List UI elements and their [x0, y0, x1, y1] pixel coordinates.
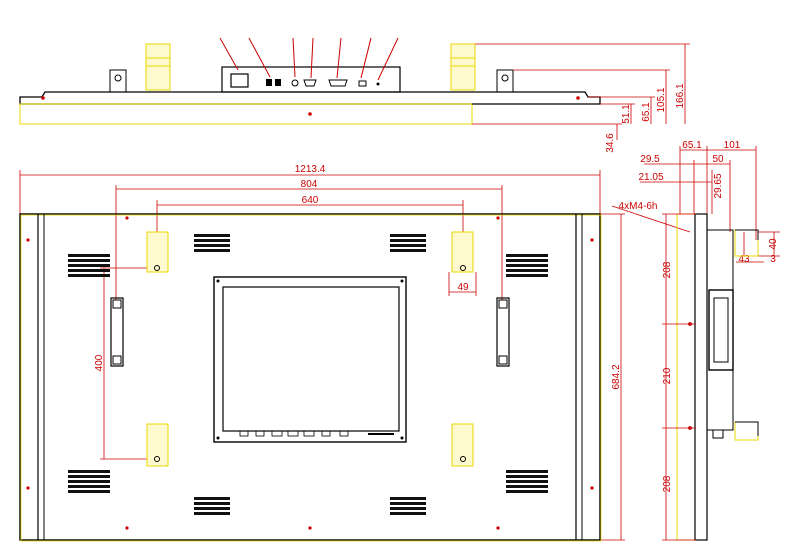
dim-side-101: 101: [724, 140, 741, 151]
handle-right: [496, 297, 510, 367]
side-view: 65.1 101 29.5 50 21.05 29.65 4xM4-6h 40 …: [611, 140, 780, 541]
vent-right-upper: [506, 254, 548, 277]
top-view-front-bezel: [19, 103, 473, 125]
dim-side-21-05: 21.05: [638, 172, 663, 183]
vesa-brackets: [146, 231, 474, 467]
dim-side-210: 210: [662, 367, 673, 384]
vent-top-right: [390, 234, 426, 252]
side-view-vertical-dims: [662, 213, 696, 541]
dim-side-3: 3: [770, 254, 776, 265]
side-view-bracket-top: [734, 229, 759, 257]
top-view: 166.1 105.1 65.1 51.1 34.6: [19, 37, 690, 153]
connector-leaders: [219, 37, 399, 81]
dim-side-208-bottom: 208: [662, 475, 673, 492]
panel-outline: [19, 213, 601, 541]
dim-65-1: 65.1: [641, 102, 652, 122]
io-connector-box: [221, 66, 401, 93]
top-view-hook-left: [109, 69, 127, 93]
corner-screws: [26, 216, 594, 530]
top-view-dimension-lines: [472, 43, 690, 140]
top-view-mount-bracket-right: [450, 43, 476, 91]
side-view-bracket-bottom: [734, 421, 759, 441]
dim-side-43: 43: [738, 254, 750, 265]
dim-400: 400: [94, 354, 105, 371]
dim-640: 640: [302, 195, 319, 206]
vesa-bracket-bottom-right: [451, 423, 474, 467]
vent-grilles: [68, 234, 548, 515]
vent-left-upper: [68, 254, 110, 277]
side-view-rear-module: [706, 229, 734, 431]
dim-side-40: 40: [768, 238, 779, 250]
top-view-mount-bracket-left: [145, 43, 171, 91]
dim-screw-spec: 4xM4-6h: [619, 201, 658, 212]
dim-side-29-5: 29.5: [640, 154, 660, 165]
vent-bottom-right: [390, 497, 426, 515]
handle-left: [110, 297, 124, 367]
top-view-hook-right: [496, 69, 514, 93]
dim-684-2: 684.2: [611, 364, 622, 389]
dim-side-29-65: 29.65: [713, 173, 724, 198]
dim-1213-4: 1213.4: [295, 164, 326, 175]
control-board: [213, 276, 407, 443]
vent-bottom-left: [194, 497, 230, 515]
vent-right-lower: [506, 470, 548, 493]
dim-804: 804: [301, 179, 318, 190]
dim-side-208-top: 208: [662, 261, 673, 278]
vesa-bracket-top-left: [146, 231, 169, 273]
vent-top-left: [194, 234, 230, 252]
dim-side-65-1: 65.1: [682, 140, 702, 151]
vesa-bracket-top-right: [451, 231, 474, 273]
side-view-body: [694, 213, 708, 541]
top-view-panel-outline: [19, 91, 601, 105]
dim-34-6: 34.6: [605, 133, 616, 153]
dim-51-1: 51.1: [621, 104, 632, 124]
dim-105-1: 105.1: [656, 87, 667, 112]
dim-166-1: 166.1: [675, 83, 686, 108]
side-handles: [110, 297, 510, 367]
vent-left-lower: [68, 470, 110, 493]
side-view-front-bezel: [676, 213, 696, 541]
vesa-bracket-bottom-left: [146, 423, 169, 467]
rear-view: 1213.4 804 640 49 400 684.2: [19, 164, 625, 542]
dim-side-50: 50: [712, 154, 724, 165]
dim-49: 49: [457, 282, 469, 293]
power-switch: [230, 73, 249, 88]
